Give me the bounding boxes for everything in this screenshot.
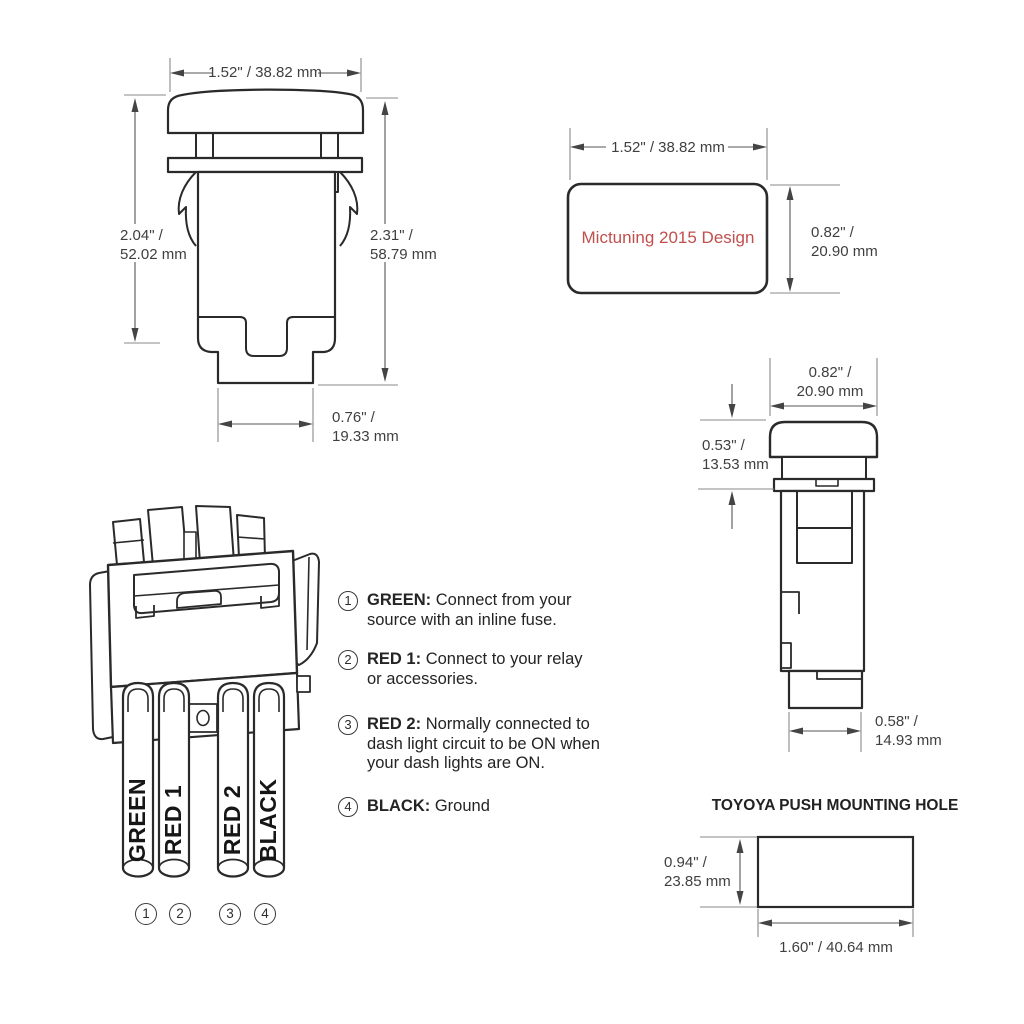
narrow-view-width-dim: 0.82" / 20.90 mm xyxy=(796,364,864,400)
legend-text-black: BLACK: Ground xyxy=(367,797,490,815)
wire-number-4: 4 xyxy=(254,903,276,925)
wire-label-black: BLACK xyxy=(255,778,281,862)
wire-number-3: 3 xyxy=(219,903,241,925)
legend-number-1: 1 xyxy=(338,591,358,611)
wire-label-red1: RED 1 xyxy=(160,784,186,856)
mounting-hole-title: TOYOYA PUSH MOUNTING HOLE xyxy=(711,797,959,814)
front-view-width-dim: 1.52" / 38.82 mm xyxy=(611,139,725,156)
switch-front-view-drawing xyxy=(566,182,769,295)
switch-side-view-dimensions xyxy=(124,58,398,442)
mounting-hole-width-dim: 1.60" / 40.64 mm xyxy=(779,939,893,956)
connector-drawing xyxy=(89,505,320,878)
legend-number-3: 3 xyxy=(338,715,358,735)
wire-label-green: GREEN xyxy=(124,777,150,863)
side-view-right-height-dim: 2.31" / 58.79 mm xyxy=(370,227,437,263)
mounting-hole-drawing xyxy=(756,835,915,909)
side-view-left-height-dim: 2.04" / 52.02 mm xyxy=(120,227,187,263)
mounting-hole-height-dim: 0.94" / 23.85 mm xyxy=(664,854,731,890)
legend-item-black: 4 BLACK: Ground xyxy=(338,797,607,817)
side-view-width-dim: 1.52" / 38.82 mm xyxy=(208,64,322,81)
legend-text-red1: RED 1: Connect to your relay or accessor… xyxy=(367,650,583,688)
legend-item-green: 1 GREEN: Connect from your source with a… xyxy=(338,591,607,630)
legend-text-green: GREEN: Connect from your source with an … xyxy=(367,591,572,629)
switch-side-view-drawing xyxy=(166,88,365,385)
wire-label-red2: RED 2 xyxy=(219,784,245,856)
wire-number-1: 1 xyxy=(135,903,157,925)
switch-narrow-side-view-dimensions xyxy=(698,358,878,752)
side-view-bottom-width-dim: 0.76" / 19.33 mm xyxy=(332,409,399,445)
legend-number-4: 4 xyxy=(338,797,358,817)
switch-narrow-side-view-drawing xyxy=(768,420,879,710)
brand-panel-label: Mictuning 2015 Design xyxy=(581,228,755,247)
connector-wires xyxy=(121,681,286,878)
legend-item-red2: 3 RED 2: Normally connected to dash ligh… xyxy=(338,715,607,774)
legend-item-red1: 2 RED 1: Connect to your relay or access… xyxy=(338,650,592,689)
legend-number-2: 2 xyxy=(338,650,358,670)
mounting-hole-dimensions xyxy=(700,836,914,937)
narrow-view-cap-height-dim: 0.53" / 13.53 mm xyxy=(702,437,769,473)
narrow-view-base-width-dim: 0.58" / 14.93 mm xyxy=(875,713,942,749)
front-view-height-dim: 0.82" / 20.90 mm xyxy=(811,224,878,260)
legend-text-red2: RED 2: Normally connected to dash light … xyxy=(367,715,600,772)
switch-front-view-dimensions xyxy=(569,128,840,294)
wire-number-2: 2 xyxy=(169,903,191,925)
